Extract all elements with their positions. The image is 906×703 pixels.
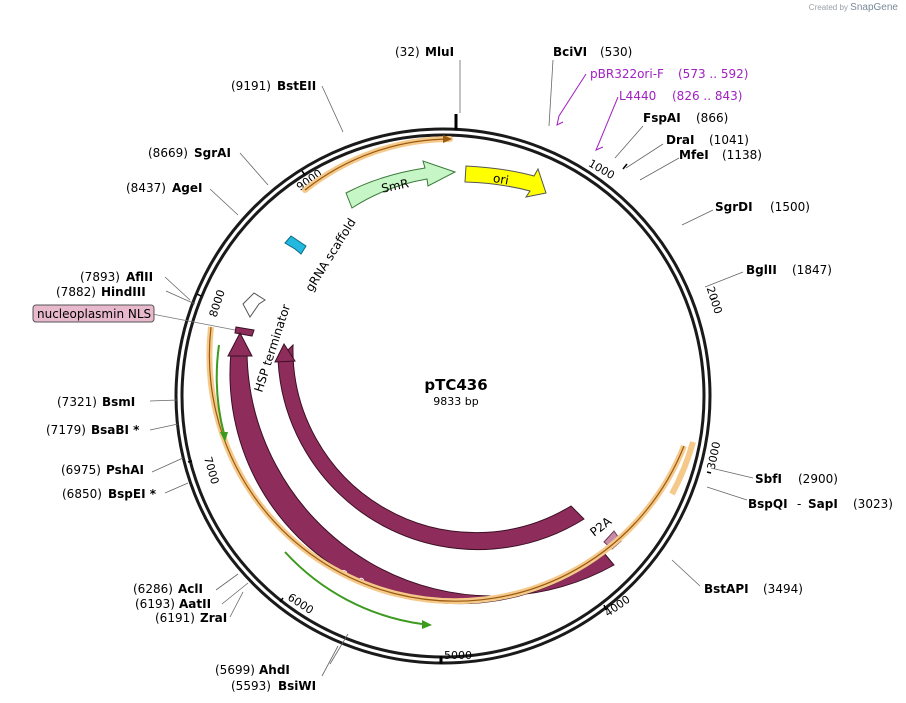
site-bsiwi-name: BsiWI xyxy=(278,679,316,693)
ori-feature xyxy=(464,165,547,198)
orange-arrowhead-top xyxy=(443,135,452,143)
tick-label-2000: 2000 xyxy=(704,285,725,316)
backbone-outer-ring xyxy=(174,127,712,665)
site-pshai-pos: (6975) xyxy=(61,463,101,477)
site-mlui-pos: (32) xyxy=(395,45,420,59)
site-sgrdi-pos: (1500) xyxy=(770,200,810,214)
site-bglii-name: BglII xyxy=(746,263,777,277)
site-ahdi-pos: (5699) xyxy=(215,663,255,677)
site-aatii-name: AatII xyxy=(179,597,211,611)
primer-l4440-name: L4440 xyxy=(619,89,656,103)
plasmid-length: 9833 bp xyxy=(433,395,478,408)
site-bspqi-sep: - xyxy=(797,497,801,511)
site-bcivi-name: BciVI xyxy=(553,45,587,59)
cas9-inner-feature xyxy=(277,343,585,551)
site-drai-pos: (1041) xyxy=(709,133,749,147)
site-bsteii-name: BstEII xyxy=(277,79,316,93)
site-agei-pos: (8437) xyxy=(126,181,166,195)
orange-band-right xyxy=(669,441,696,496)
site-pshai-name: PshAI xyxy=(106,463,144,477)
site-mfei-name: MfeI xyxy=(679,148,709,162)
restriction-sites: (32) MluI BciVI (530) FspAI (866) DraI (… xyxy=(46,45,893,693)
tick-label-7000: 7000 xyxy=(201,455,221,485)
primer-pbr322ori-f-range: (573 .. 592) xyxy=(678,67,748,81)
site-zrai-pos: (6191) xyxy=(155,611,195,625)
site-bspqi-pos: (3023) xyxy=(853,497,893,511)
tick-label-1000: 1000 xyxy=(586,157,617,182)
site-ahdi-name: AhdI xyxy=(259,663,290,677)
tick-label-3000: 3000 xyxy=(705,440,724,470)
ori-label: ori xyxy=(492,171,510,187)
grna-scaffold-feature xyxy=(284,235,307,255)
green-arrowhead-left xyxy=(220,432,228,442)
cas9-outer-arrowhead xyxy=(227,331,253,357)
green-arrow-bottom xyxy=(284,551,423,625)
tick-label-8000: 8000 xyxy=(207,288,228,319)
primer-leaders xyxy=(556,73,619,151)
site-aatii-pos: (6193) xyxy=(135,597,175,611)
tick-marks xyxy=(187,163,716,664)
site-hindiii-pos: (7882) xyxy=(56,285,96,299)
green-arrow-left xyxy=(215,344,225,435)
watermark-brand: SnapGene xyxy=(850,2,898,13)
site-mfei-pos: (1138) xyxy=(722,148,762,162)
tick-label-5000: 5000 xyxy=(444,649,472,662)
site-drai-name: DraI xyxy=(666,133,694,147)
site-fspai-name: FspAI xyxy=(643,111,681,125)
orange-arrow-top xyxy=(304,138,451,191)
site-bsteii-pos: (9191) xyxy=(231,79,271,93)
site-bsiwi-pos: (5593) xyxy=(231,679,271,693)
site-bglii-pos: (1847) xyxy=(792,263,832,277)
site-bsabi-pos: (7179) xyxy=(46,423,86,437)
site-sgrai-pos: (8669) xyxy=(148,146,188,160)
site-hindiii-name: HindIII xyxy=(101,285,146,299)
nls-label: nucleoplasmin NLS xyxy=(37,307,151,321)
site-bspqi-name: BspQI xyxy=(748,497,788,511)
site-bcivi-pos: (530) xyxy=(600,45,632,59)
site-leaders xyxy=(149,59,754,677)
site-bsmi-name: BsmI xyxy=(102,395,135,409)
smr-feature xyxy=(345,160,457,209)
site-bspei-name: BspEI * xyxy=(108,487,157,501)
site-aflii-name: AflII xyxy=(126,270,153,284)
site-bsabi-name: BsaBI * xyxy=(91,423,140,437)
primer-l4440-range: (826 .. 843) xyxy=(672,89,742,103)
site-bstapi-pos: (3494) xyxy=(763,582,803,596)
grna-scaffold-label: gRNA scaffold xyxy=(302,216,358,294)
site-bspei-pos: (6850) xyxy=(62,487,102,501)
cas9-inner-label: Cas9 xyxy=(361,526,391,548)
hsp-terminator-feature xyxy=(242,292,266,318)
site-sbfi-pos: (2900) xyxy=(798,472,838,486)
site-bsmi-pos: (7321) xyxy=(57,395,97,409)
primer-pbr322ori-f-name: pBR322ori-F xyxy=(590,67,664,81)
site-sgrdi-name: SgrDI xyxy=(715,200,753,214)
nls-leader xyxy=(151,313,236,331)
site-sapi-name: SapI xyxy=(808,497,838,511)
site-mlui-name: MluI xyxy=(425,45,454,59)
smr-label: SmR xyxy=(380,176,410,195)
site-sbfi-name: SbfI xyxy=(755,472,782,486)
green-arrowhead-bottom xyxy=(422,620,432,629)
site-fspai-pos: (866) xyxy=(696,111,728,125)
site-acli-name: AclI xyxy=(178,582,203,596)
nls-label-box xyxy=(32,304,155,323)
watermark-prefix: Created by xyxy=(808,3,848,12)
site-sgrai-name: SgrAI xyxy=(194,146,231,160)
site-bstapi-name: BstAPI xyxy=(704,582,749,596)
nls-feature xyxy=(234,326,255,337)
site-zrai-name: ZraI xyxy=(200,611,227,625)
site-acli-pos: (6286) xyxy=(133,582,173,596)
site-agei-name: AgeI xyxy=(172,181,202,195)
site-aflii-pos: (7893) xyxy=(80,270,120,284)
plasmid-name: pTC436 xyxy=(424,376,487,394)
cas9-inner-arrowhead xyxy=(274,342,296,363)
snapgene-watermark: Created by SnapGene xyxy=(809,2,898,13)
